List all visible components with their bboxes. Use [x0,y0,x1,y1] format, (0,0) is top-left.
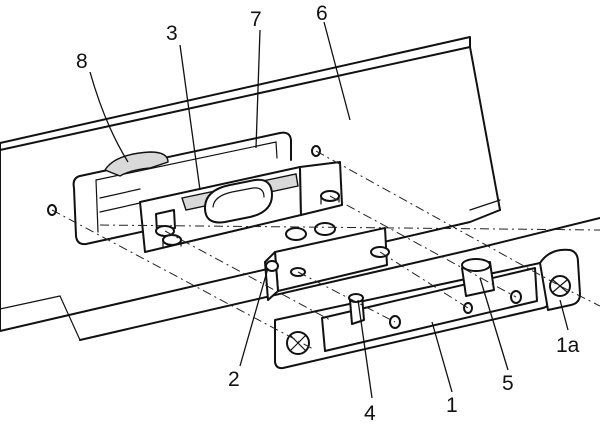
intermediate-bracket [264,222,390,301]
rail-channel [0,36,600,341]
rail-window [72,131,292,246]
callout-6: 6 [316,2,328,25]
callout-1: 1 [446,394,458,417]
callout-7: 7 [250,8,262,31]
callout-8: 8 [76,50,88,73]
callout-3: 3 [166,22,178,45]
callout-1a: 1a [556,334,580,357]
pin-left-upper [155,209,176,237]
callout-5: 5 [502,372,514,395]
callout-4: 4 [364,402,376,425]
slider-block [139,161,343,253]
leader-lines [89,21,569,399]
assembly-axes [51,150,600,351]
callout-2: 2 [228,368,240,391]
